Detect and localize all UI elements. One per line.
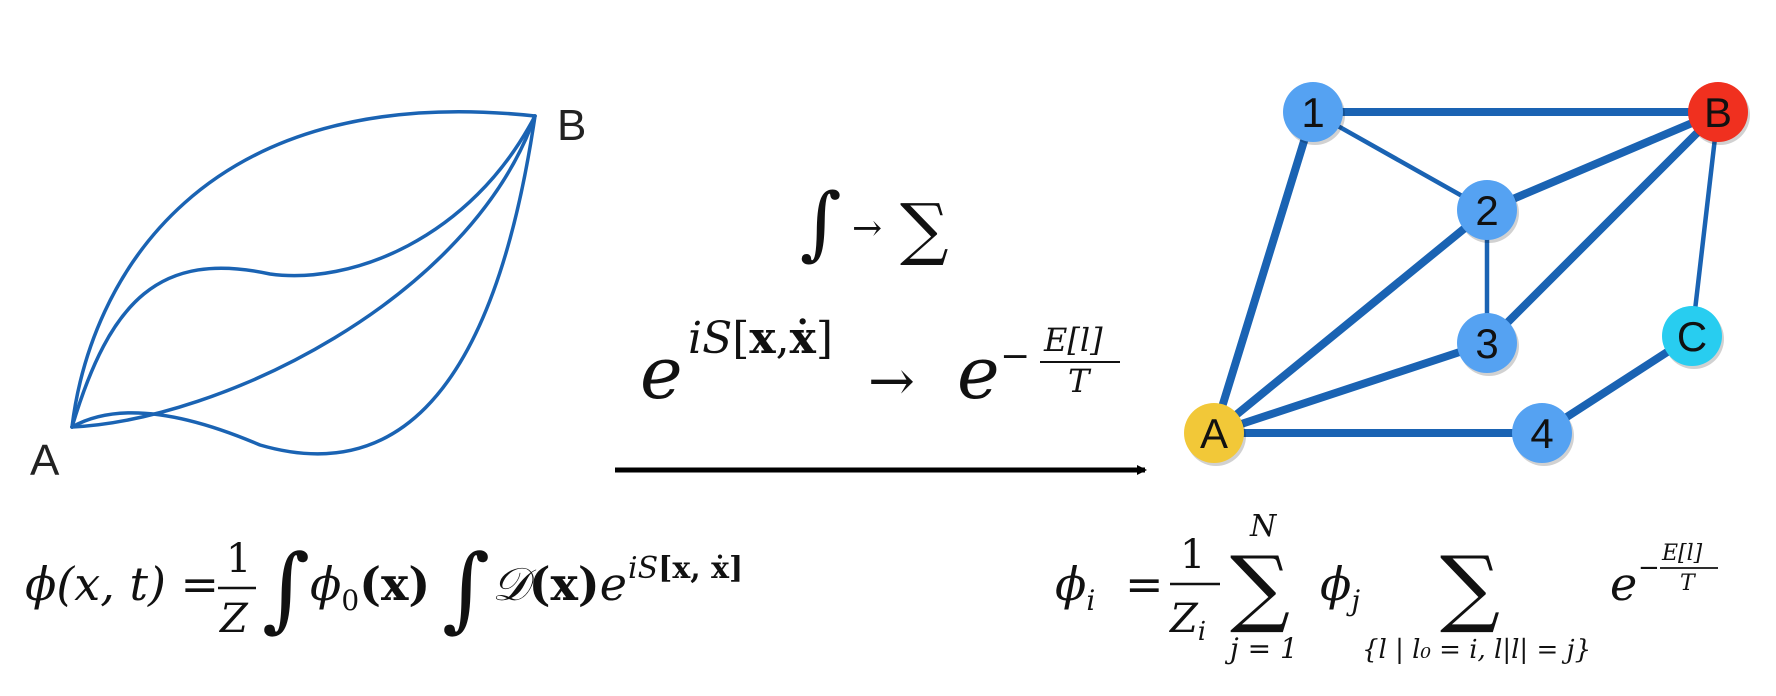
formula-left-integral-1: ∫ [262,535,310,642]
z-subscript: i [1198,617,1206,647]
formula-right-exp-base-e: e [1610,557,1637,611]
graph-node-label: C [1677,313,1707,360]
integral-symbol: ∫ [800,176,842,269]
graph-edge-1-2 [1310,109,1490,213]
formula-right-exp-minus: − [1638,553,1660,583]
weight-target-minus: − [1000,336,1030,377]
measure-argument: (x) [529,557,600,611]
weight-arrow: → [868,349,915,414]
phi-symbol: ϕ [25,557,56,611]
exp-i: i [688,313,702,364]
exp-bracket-args: [x, ẋ] [658,551,743,586]
formula-graph-sum: ϕi = 1 Zi N ∑ j = 1 ϕj ∑ {l | l₀ = i, l|… [1055,509,1718,665]
graph-node-label: 3 [1475,320,1498,367]
graph-node-C: C [1662,306,1724,369]
graph-node-circle [1184,403,1244,463]
exp-bracket-close: ] [816,313,833,364]
graph-node-label: 2 [1475,187,1498,234]
phi-subscript: i [1086,584,1095,617]
graph-edge-2-A [1210,206,1491,437]
path-curve-lower [70,114,537,429]
path-curve-bottom [70,114,537,456]
graph-node-1: 1 [1283,82,1345,145]
formula-left-measure: 𝒟(x)e [492,557,627,611]
graph-edge-B-C [1689,109,1721,339]
label-point-a: A [30,436,60,485]
graph-node-label: B [1704,89,1732,136]
graph-node-circle [1283,82,1343,142]
exp-base-e: e [600,557,627,611]
graph-node-A: A [1184,403,1246,466]
weight-target-numerator: E[l] [1043,321,1103,359]
formula-left-frac-num: 1 [226,536,251,582]
graph-node-circle [1457,180,1517,240]
label-point-b: B [557,101,586,150]
phi0-argument: (x) [359,557,430,611]
formula-left-phi0: ϕ0(x) [310,557,430,617]
weight-target-denominator: T [1068,362,1092,400]
exp-bracket-open: [ [732,313,749,364]
graph-edges [1210,108,1722,437]
path-curve-outer [70,110,537,429]
graph-edge-3-A [1210,339,1491,437]
exp-i: i [628,551,638,586]
graph-node-B: B [1688,82,1750,145]
weight-base-e: e [640,331,683,415]
formula-left-frac-den: Z [218,596,249,642]
exp-x: x [749,313,776,364]
graph-edge-1-A [1210,108,1317,437]
formula-right-frac-num: 1 [1180,532,1205,578]
sum-symbol: ∑ [900,190,949,269]
formula-left-lhs: ϕ(x, t) = [25,557,219,611]
path-diagram [70,110,537,456]
phi0-symbol: ϕ [310,557,341,611]
formula-right-equals: = [1125,557,1164,611]
exp-s: S [638,551,659,586]
graph-node-circle [1688,82,1748,142]
formula-right-lhs: ϕi [1055,557,1095,617]
graph-node-label: A [1200,410,1228,457]
exp-xdot: ẋ [790,313,817,364]
phi-args: (x, t) = [56,557,219,611]
formula-right-sum-top: N [1249,509,1278,544]
formula-right-phi-j: ϕj [1320,557,1360,617]
path-curve-wavy [70,114,537,429]
graph-node-label: 4 [1530,410,1553,457]
graph-node-3: 3 [1457,313,1519,376]
formula-right-exp-numerator: E[l] [1661,541,1703,566]
graph-nodes: 1 B 2 3 C A 4 [1184,82,1750,466]
graph-node-2: 2 [1457,180,1519,243]
graph-edge-2-B [1483,108,1722,214]
weight-exponent: iS[x,ẋ] [688,313,833,364]
graph-edge-3-B [1483,108,1722,347]
formula-right-sum2-bottom: {l | l₀ = i, l|l| = j} [1362,635,1591,665]
formula-right-sum-2: ∑ [1440,538,1500,636]
exp-comma: , [776,313,790,364]
integral-to-sum: ∫ → ∑ [800,176,949,269]
graph-node-label: 1 [1301,89,1324,136]
formula-left-integral-2: ∫ [442,535,490,642]
small-arrow: → [852,208,882,249]
phi0-subscript: 0 [341,584,359,617]
phi-symbol: ϕ [1055,557,1086,611]
graph-node-4: 4 [1512,403,1574,466]
formula-right-exp-denominator: T [1680,571,1697,596]
weight-target-e: e [957,331,1000,415]
weight-mapping: e iS[x,ẋ] → e − E[l] T [640,313,1120,415]
formula-right-sum-bottom: j = 1 [1224,632,1298,665]
formula-right-frac-den: Zi [1168,596,1206,647]
exp-s: S [702,313,732,364]
graph-node-circle [1457,313,1517,373]
graph-node-circle [1662,306,1722,366]
formula-path-integral: ϕ(x, t) = 1 Z ∫ ϕ0(x) ∫ 𝒟(x)e iS[x, ẋ] [25,535,743,642]
graph-node-circle [1512,403,1572,463]
z-symbol: Z [1168,596,1199,642]
formula-left-exponent: iS[x, ẋ] [628,551,743,586]
phi-j-symbol: ϕ [1320,557,1351,611]
formula-right-sum-1: ∑ [1230,538,1290,636]
